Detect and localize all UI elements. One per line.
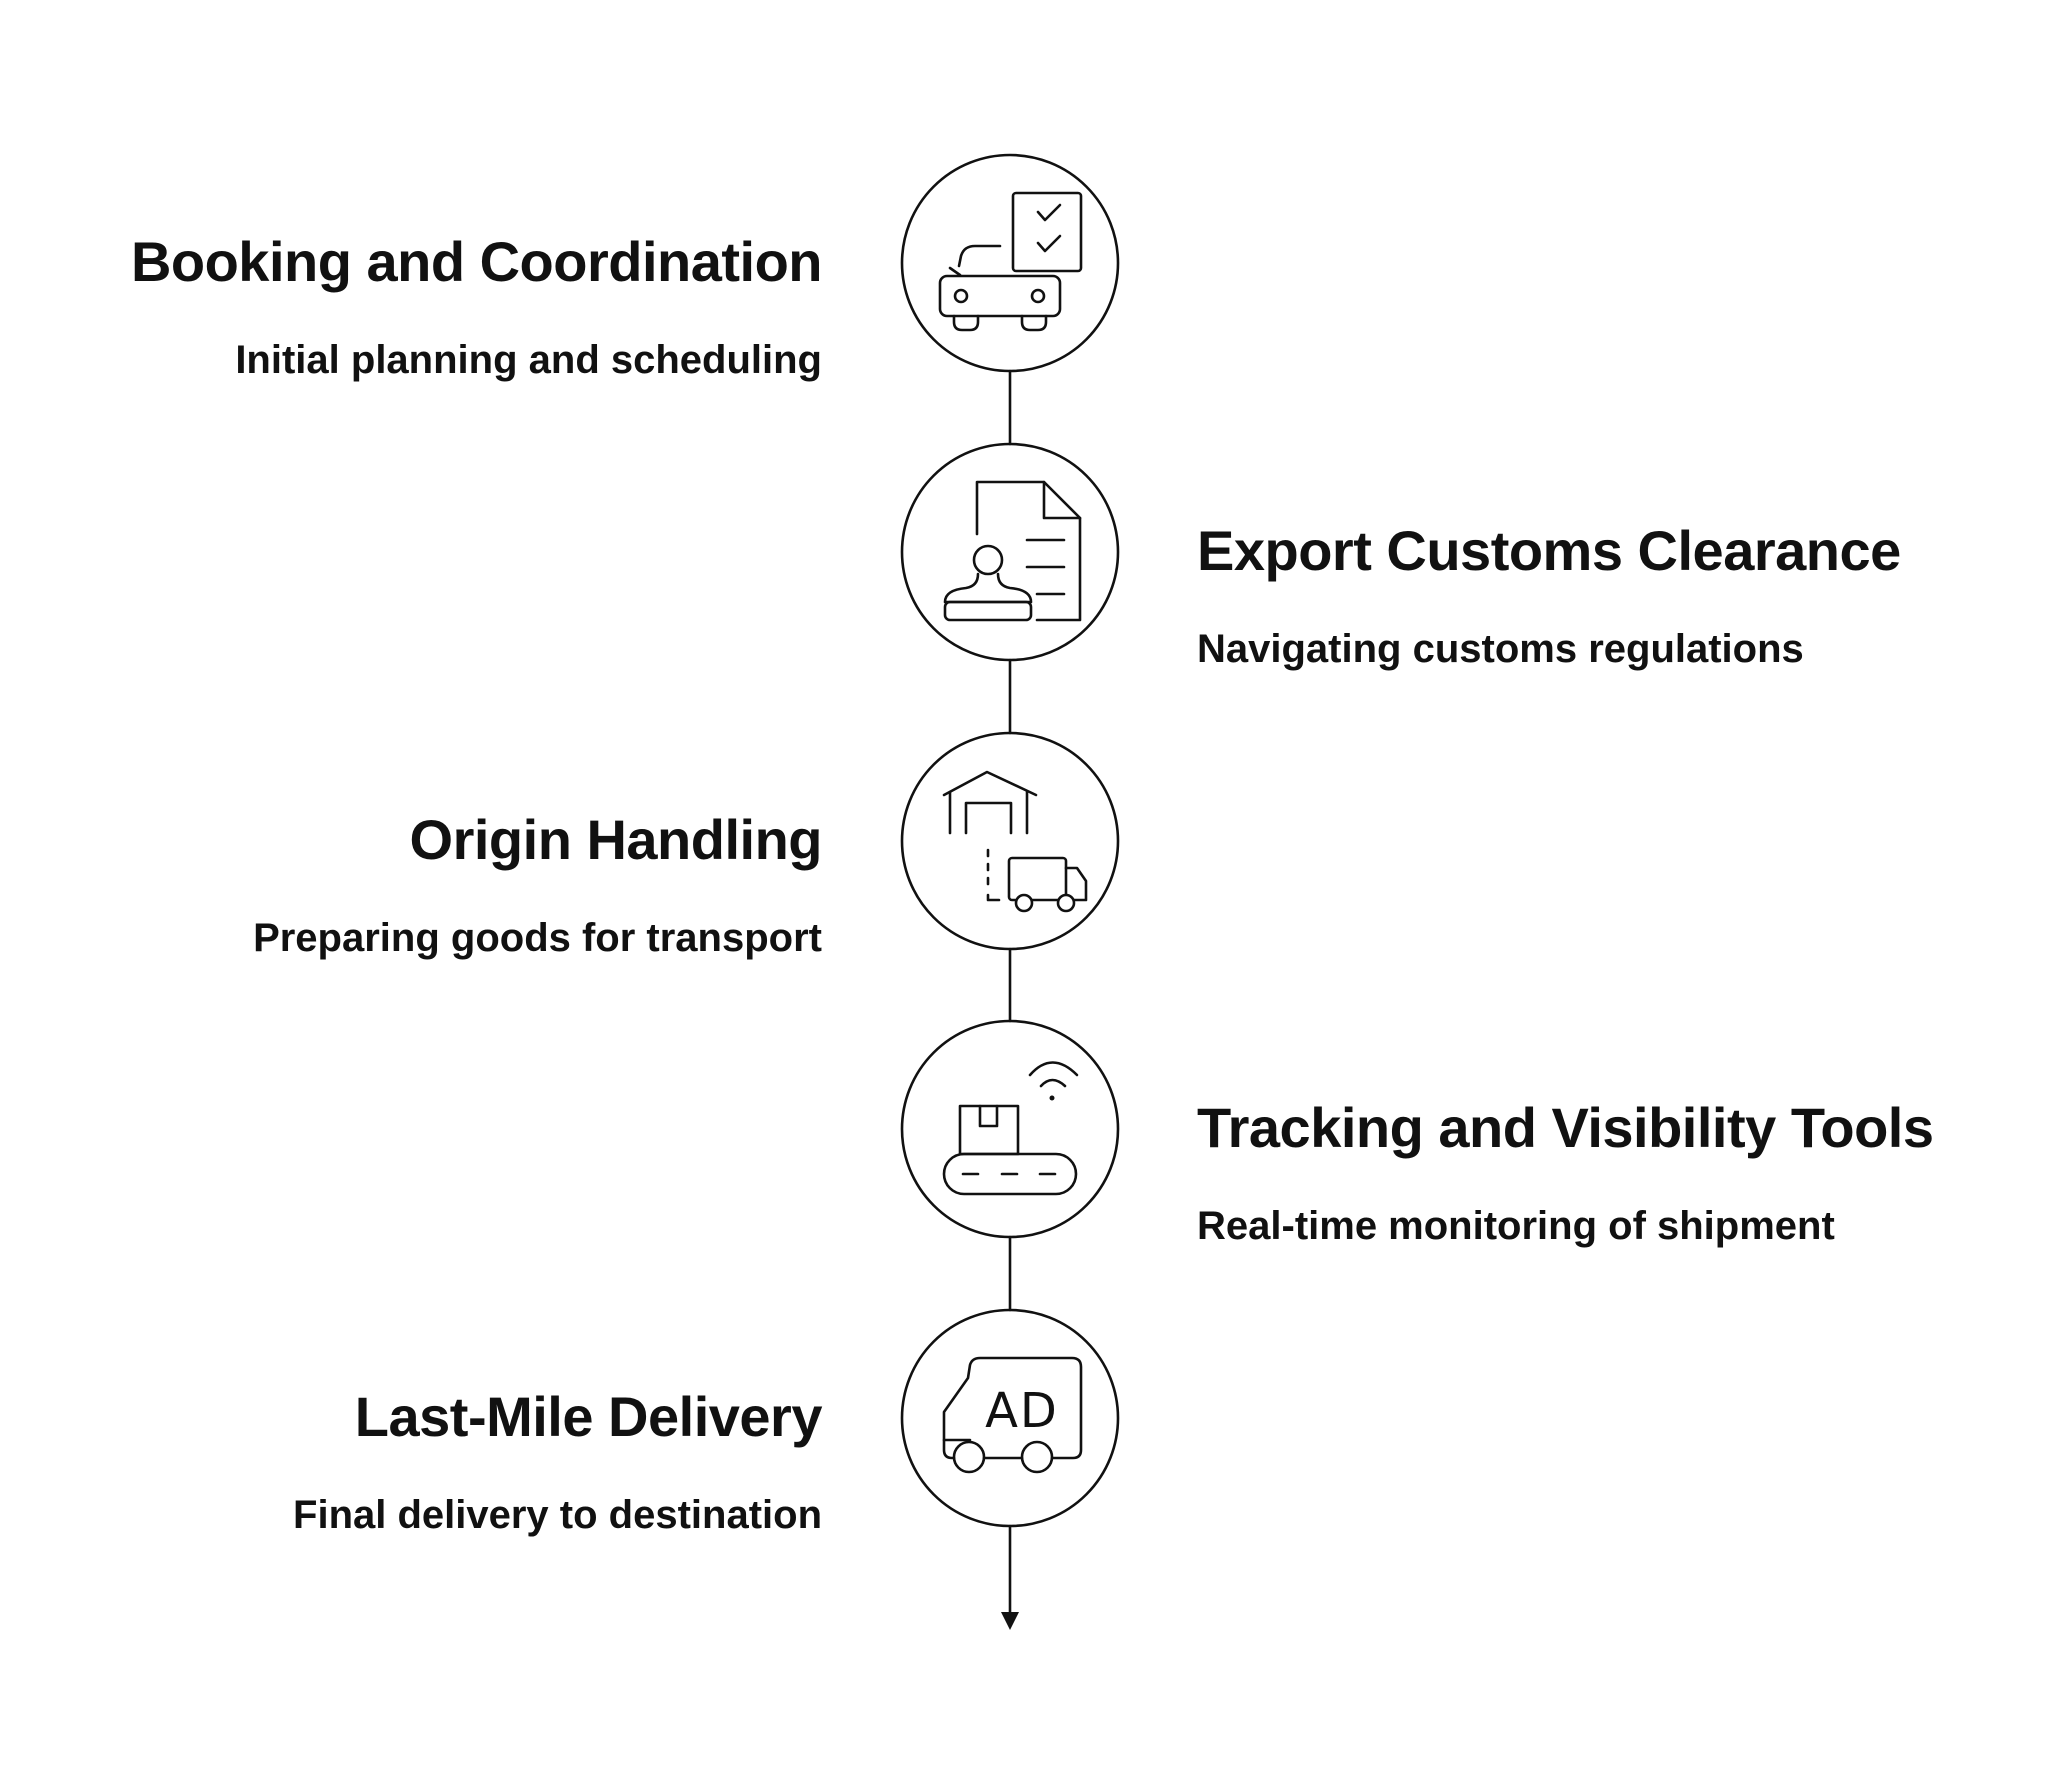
step-booking: Booking and Coordination Initial plannin… xyxy=(82,230,823,384)
conveyor-tracking-icon xyxy=(942,1061,1079,1196)
step-title: Origin Handling xyxy=(409,808,823,871)
step-title: Last-Mile Delivery xyxy=(354,1385,823,1448)
step-circle xyxy=(900,1019,1120,1239)
step-description: Final delivery to destination xyxy=(293,1493,822,1537)
step-last-mile: Last-Mile Delivery Final delivery to des… xyxy=(82,1385,822,1539)
step-title: Tracking and Visibility Tools xyxy=(1197,1096,1934,1159)
warehouse-truck-icon xyxy=(942,770,1088,913)
van-ad-text: AD xyxy=(985,1383,1059,1439)
delivery-van-icon xyxy=(942,1356,1083,1474)
stamp-document-icon xyxy=(943,480,1082,622)
flow-arrowhead xyxy=(1001,1612,1019,1630)
step-title: Export Customs Clearance xyxy=(1197,519,1901,582)
step-title: Booking and Coordination xyxy=(130,230,823,293)
step-circle xyxy=(900,1308,1120,1528)
step-circle xyxy=(900,153,1120,373)
step-circle xyxy=(900,731,1120,951)
step-description: Preparing goods for transport xyxy=(253,916,822,960)
step-export-customs: Export Customs Clearance Navigating cust… xyxy=(1197,519,1937,673)
step-tracking: Tracking and Visibility Tools Real-time … xyxy=(1197,1096,1937,1250)
step-description: Real-time monitoring of shipment xyxy=(1197,1204,1835,1248)
step-description: Initial planning and scheduling xyxy=(235,338,822,382)
step-origin-handling: Origin Handling Preparing goods for tran… xyxy=(82,808,822,962)
step-circle xyxy=(900,442,1120,662)
step-description: Navigating customs regulations xyxy=(1197,627,1804,671)
car-checklist-icon xyxy=(938,191,1083,332)
